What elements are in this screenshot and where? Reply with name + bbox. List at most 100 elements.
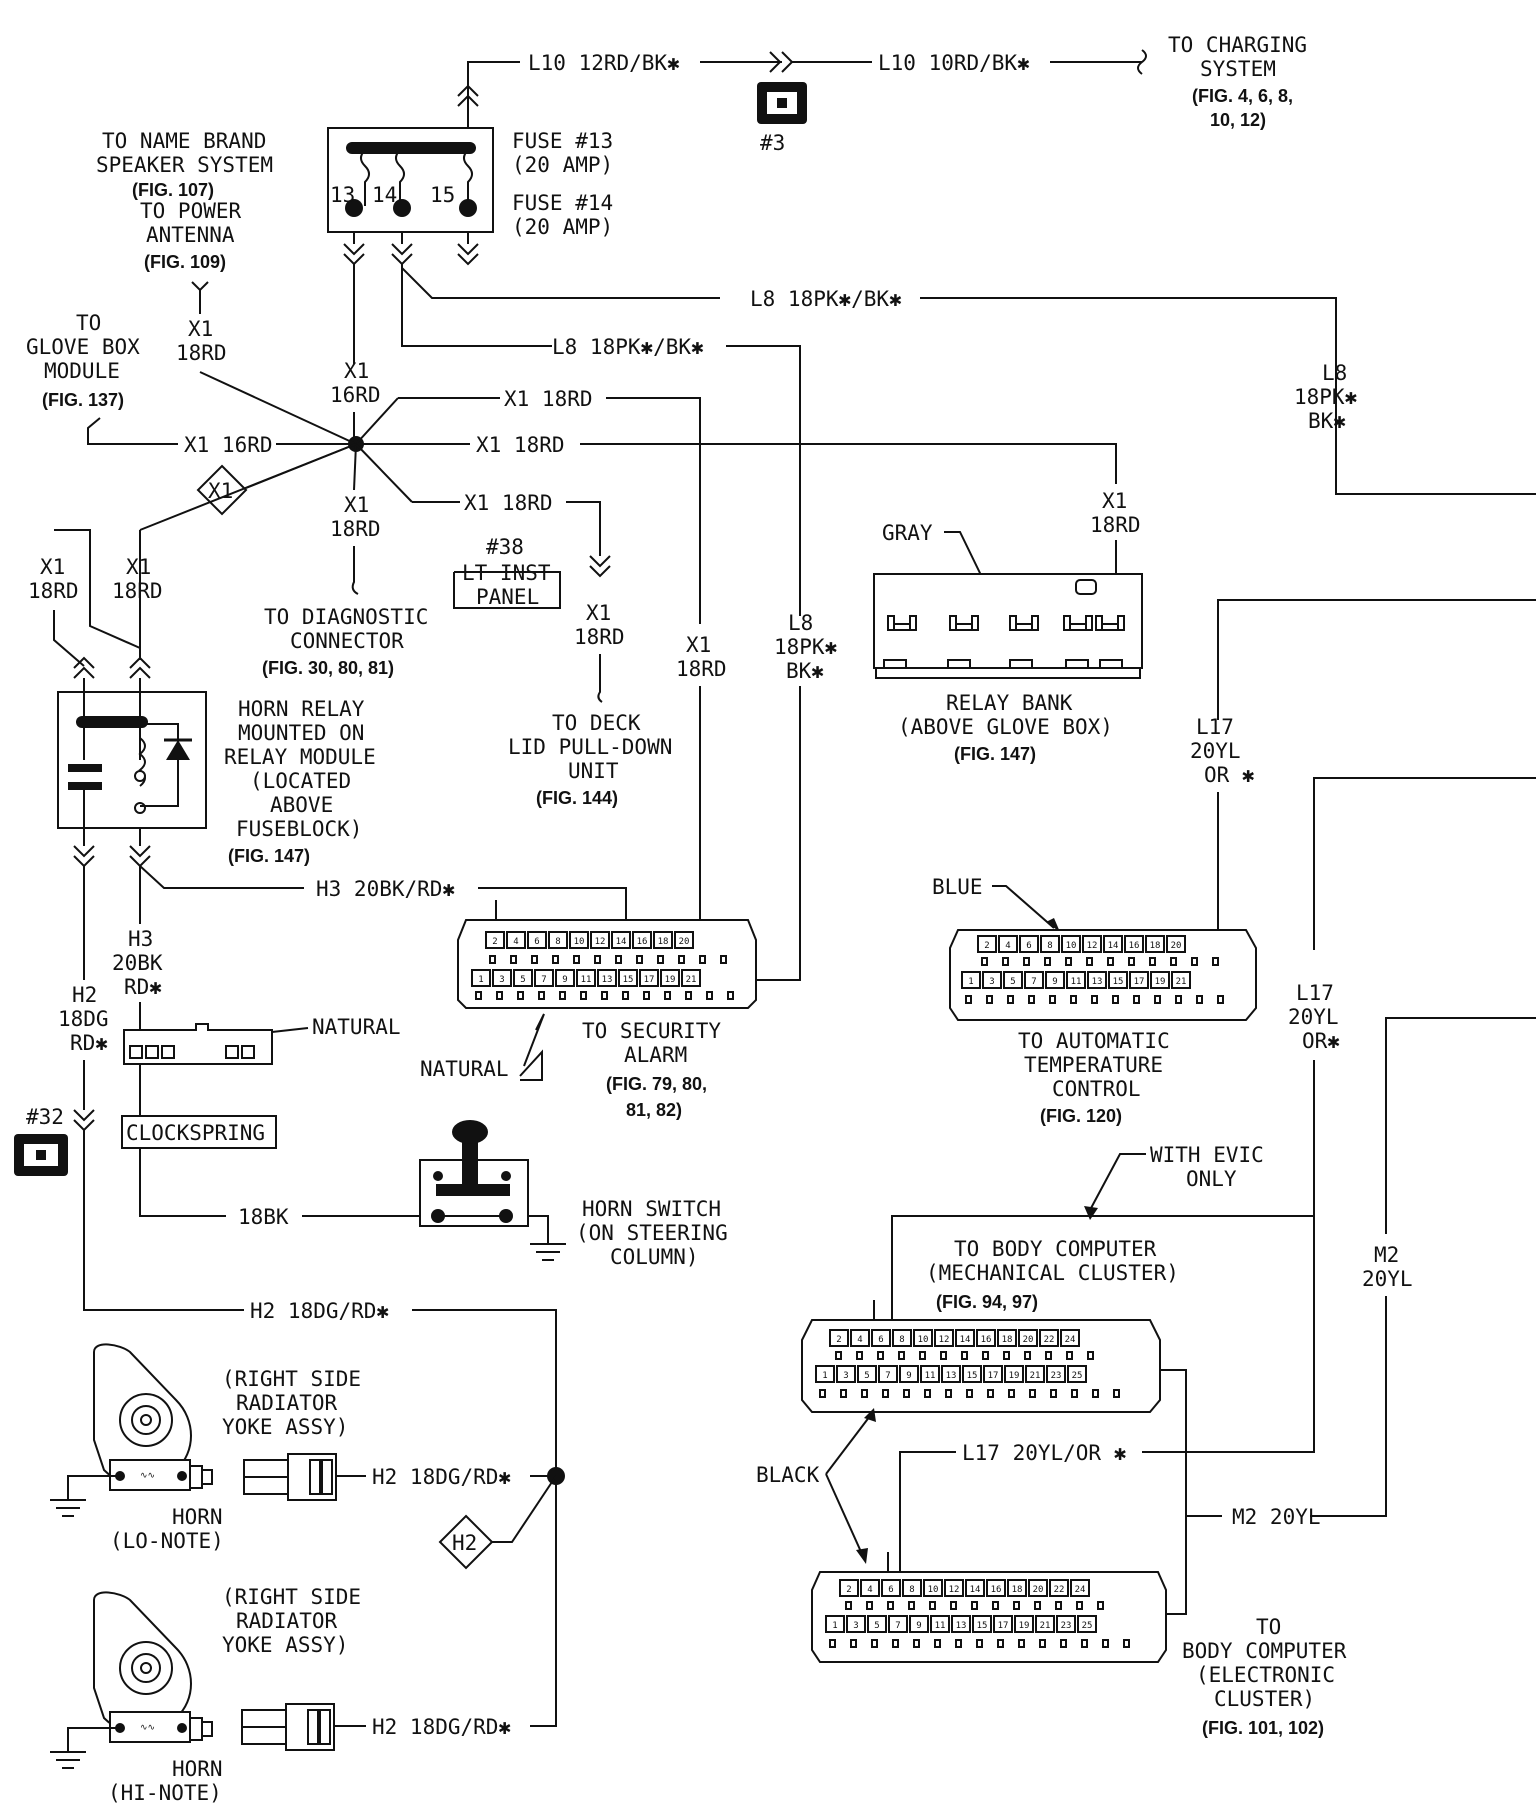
connector-cavity (1002, 957, 1009, 966)
connector-cavity (559, 991, 566, 1000)
security-fig-2: 81, 82) (626, 1100, 682, 1120)
evic-label-2: ONLY (1186, 1167, 1237, 1191)
connector-pin-number: 6 (888, 1585, 893, 1595)
black-label: BLACK (756, 1463, 820, 1487)
l17-top-label-3: OR ✱ (1204, 763, 1255, 787)
connector-cavity (580, 991, 587, 1000)
relay-slot (893, 623, 911, 631)
h2-v-label-3: RD✱ (70, 1031, 108, 1055)
connector-pin-number: 2 (846, 1585, 851, 1595)
bcm-label-1: TO BODY COMPUTER (954, 1237, 1157, 1261)
svg-text:∿∿: ∿∿ (140, 1471, 155, 1481)
fuse-15-number: 15 (430, 183, 455, 207)
fuse-13-rating: (20 AMP) (512, 153, 613, 177)
connector-pin-number: 4 (1005, 941, 1010, 951)
connector-pin (878, 1365, 898, 1383)
connector-cavity (903, 1389, 910, 1398)
connector-pin-number: 23 (1061, 1621, 1072, 1631)
connector-cavity (861, 1389, 868, 1398)
gray-label: GRAY (882, 521, 933, 545)
connector-pin (527, 931, 547, 949)
connector-pin-number: 18 (1002, 1335, 1013, 1345)
connector-cavity (986, 995, 993, 1004)
connector-pin-number: 14 (1108, 941, 1119, 951)
connector-cavity (929, 1601, 936, 1610)
connector-cavity (850, 1639, 857, 1648)
connector-pin (1025, 1365, 1045, 1383)
horn-lo-connector (243, 1453, 337, 1501)
connector-pin (1129, 971, 1149, 989)
fuse-14-rating: (20 AMP) (512, 215, 613, 239)
connector-cavity (699, 955, 706, 964)
connector-pin (1045, 971, 1065, 989)
connector-pin (965, 1579, 985, 1597)
glove-label-1: TO (76, 311, 101, 335)
connector-pin (1007, 1579, 1027, 1597)
clockspring-label: CLOCKSPRING (126, 1121, 265, 1145)
x1-18rd-h3-label: X1 18RD (464, 491, 553, 515)
connector-pin (1039, 1329, 1059, 1347)
connector-pin (815, 1365, 835, 1383)
connector-cavity (573, 955, 580, 964)
h2-lo-label: H2 18DG/RD✱ (372, 1465, 511, 1489)
connector-pin-number: 16 (637, 937, 648, 947)
connector-cavity (1034, 1601, 1041, 1610)
connector-pin-number: 16 (981, 1335, 992, 1345)
connector-pin-number: 17 (988, 1371, 999, 1381)
connector-pin (618, 969, 638, 987)
connector-pin-number: 11 (1071, 977, 1082, 987)
connector-cavity (981, 957, 988, 966)
connector-pin-number: 18 (1150, 941, 1161, 951)
connector-pin-number: 3 (843, 1371, 848, 1381)
x1-relay-label-r1: X1 (126, 555, 151, 579)
connector-cavity (898, 1351, 905, 1360)
connector-cavity (727, 991, 734, 1000)
connector-pin-number: 10 (574, 937, 585, 947)
m2-v-label-2: 20YL (1362, 1267, 1413, 1291)
x1-relay-label-l2: 18RD (28, 579, 79, 603)
connector-pin (639, 969, 659, 987)
horn-switch-label-1: HORN SWITCH (582, 1197, 721, 1221)
connector-pin (674, 931, 694, 949)
connector-pin (909, 1615, 929, 1633)
horn-lo-note: ∿∿ (50, 1343, 213, 1517)
connector-pin-number: 20 (1023, 1335, 1034, 1345)
connector-pin (982, 971, 1002, 989)
atc-label-2: TEMPERATURE (1024, 1053, 1163, 1077)
connector-cavity (856, 1351, 863, 1360)
connector-38: #38 LT INST PANEL (453, 535, 561, 609)
connector-cavity (1055, 1601, 1062, 1610)
connector-pin-number: 12 (939, 1335, 950, 1345)
connector-cavity (601, 991, 608, 1000)
h2-v-label-1: H2 (72, 983, 97, 1007)
connector-cavity (1217, 995, 1224, 1004)
connector-pin-number: 15 (623, 975, 634, 985)
connector-pin (983, 1365, 1003, 1383)
horn-lo-label-2: (LO-NOTE) (110, 1529, 224, 1553)
fuse-14-label: FUSE #14 (512, 191, 613, 215)
connector-pin-number: 1 (832, 1621, 837, 1631)
connector-cavity (1044, 957, 1051, 966)
connector-pin-number: 22 (1054, 1585, 1065, 1595)
connector-cavity (1071, 1389, 1078, 1398)
connector-pin-number: 19 (1019, 1621, 1030, 1631)
connector-pin-number: 12 (1087, 941, 1098, 951)
connector-pin-number: 14 (970, 1585, 981, 1595)
connector-cavity (1060, 1639, 1067, 1648)
yoke1-label-3: YOKE ASSY) (222, 1415, 348, 1439)
m2-v-label-1: M2 (1374, 1243, 1399, 1267)
connector-pin (1067, 1365, 1087, 1383)
connector-pin-number: 5 (864, 1371, 869, 1381)
connector-pin-number: 17 (644, 975, 655, 985)
connector-pin (857, 1365, 877, 1383)
connector-cavity (1112, 995, 1119, 1004)
x1-16rd-left-label: X1 16RD (184, 433, 273, 457)
connector-cavity (835, 1351, 842, 1360)
connector-cavity (992, 1601, 999, 1610)
relay-foot (883, 659, 907, 669)
connector-pin (1060, 1329, 1080, 1347)
horn-relay-label-4: (LOCATED (250, 769, 351, 793)
power-antenna-label-2: ANTENNA (146, 223, 235, 247)
connector-cavity (1133, 995, 1140, 1004)
